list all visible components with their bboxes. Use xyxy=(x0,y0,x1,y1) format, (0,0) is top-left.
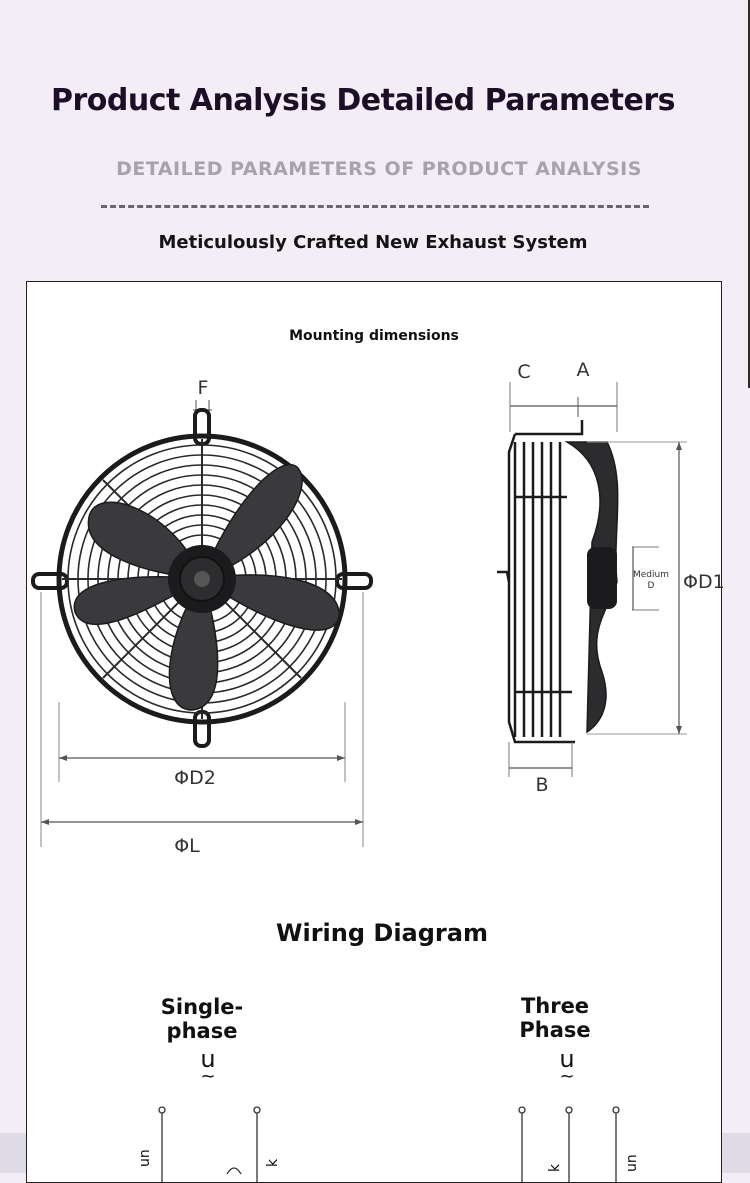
dim-label-a: A xyxy=(577,359,590,381)
wiring-diagram-title: Wiring Diagram xyxy=(276,919,488,947)
edge-line xyxy=(748,0,750,388)
mounting-dimensions-label: Mounting dimensions xyxy=(289,328,459,344)
dim-label-c: C xyxy=(517,361,530,383)
dim-label-f: F xyxy=(198,377,209,399)
single-phase-symbol-tilde: ~ xyxy=(200,1066,215,1087)
three-phase-label: Three Phase xyxy=(519,994,591,1042)
mount-lug-left xyxy=(31,572,69,590)
single-phase-wire-label-1: un xyxy=(137,1149,153,1167)
three-phase-symbol-u: u xyxy=(559,1045,574,1073)
dim-label-medium-d: D xyxy=(648,581,655,591)
tagline: Meticulously Crafted New Exhaust System xyxy=(158,232,588,253)
fan-front-view: F xyxy=(31,377,373,857)
fan-side-view: C A Medium D xyxy=(497,359,725,796)
single-phase-symbol-u: u xyxy=(200,1045,215,1073)
side-motor xyxy=(587,547,617,609)
dashed-divider xyxy=(101,205,649,208)
dim-label-l: ΦL xyxy=(174,835,200,857)
three-phase-wire-label-2: un xyxy=(624,1154,640,1172)
single-phase-label: Single-phase xyxy=(160,995,244,1043)
page-subtitle: DETAILED PARAMETERS OF PRODUCT ANALYSIS xyxy=(116,158,642,180)
single-phase-wire-label-2: k xyxy=(265,1158,281,1167)
three-phase-wire-label-1: k xyxy=(547,1163,563,1172)
dim-label-b: B xyxy=(535,774,548,796)
page-title: Product Analysis Detailed Parameters xyxy=(51,83,675,118)
three-phase-symbol-tilde: ~ xyxy=(559,1066,574,1087)
single-phase-wires xyxy=(158,1106,261,1182)
guard-outer-ring xyxy=(56,433,348,725)
three-phase-wires xyxy=(518,1106,620,1182)
parameters-card: Mounting dimensions F xyxy=(26,281,725,1183)
dim-label-medium: Medium xyxy=(633,570,669,580)
side-guard xyxy=(497,420,584,744)
dim-label-d2: ΦD2 xyxy=(174,767,216,789)
dim-label-d1: ΦD1 xyxy=(683,571,725,593)
mount-lug-right xyxy=(335,572,373,590)
wiring-diagrams: u ~ un k u ~ k un xyxy=(137,1045,640,1182)
